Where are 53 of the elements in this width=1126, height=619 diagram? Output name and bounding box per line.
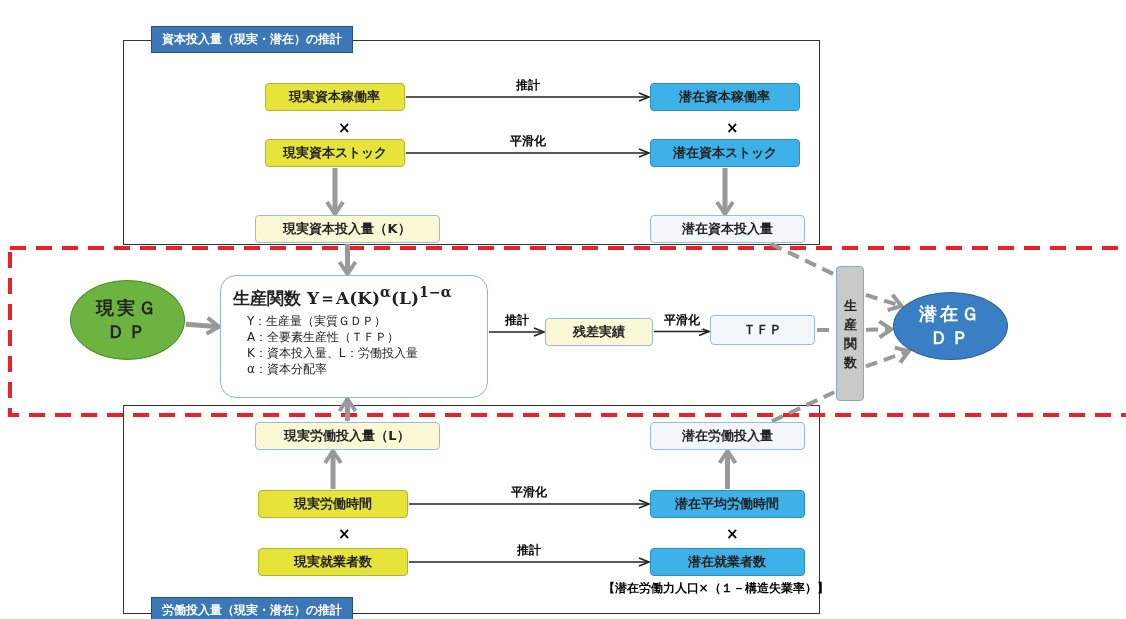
process-box: 現実労働時間 xyxy=(257,489,408,518)
connector-line xyxy=(770,242,836,277)
edge-label: 平滑化 xyxy=(508,484,550,501)
arrow xyxy=(323,449,343,489)
arrow xyxy=(865,292,904,313)
edge-label: 平滑化 xyxy=(660,311,703,329)
arrow xyxy=(865,319,894,340)
note-text: 【潜在労働力人口×（１－構造失業率）】 xyxy=(601,579,830,597)
process-box: 潜在資本稼働率 xyxy=(649,82,800,111)
arrow xyxy=(405,148,650,158)
process-box: 潜在平均労働時間 xyxy=(649,489,805,518)
edge-label: 推計 xyxy=(514,542,544,559)
process-box: 潜在就業者数 xyxy=(649,547,805,576)
arrow xyxy=(185,315,221,336)
process-box: 現実労働投入量（L） xyxy=(254,421,440,450)
definition-text: Y：生産量（実質ＧＤＰ） xyxy=(247,312,387,329)
process-box: 現実資本ストック xyxy=(264,138,405,167)
process-box: 現実資本稼働率 xyxy=(264,82,405,111)
process-box: 現実就業者数 xyxy=(257,547,408,576)
arrow xyxy=(653,326,710,337)
definition-text: K：資本投入量、L：労働投入量 xyxy=(247,344,418,361)
process-box: 潜在資本ストック xyxy=(649,138,800,167)
process-box: 潜在資本投入量 xyxy=(649,214,805,243)
formula-heading: 生産関数 Y＝A(K)$^{α}$(L)$^{1−α}$ xyxy=(233,284,452,310)
function-box xyxy=(220,275,488,398)
arrow xyxy=(715,168,735,216)
process-box: 現実資本投入量（K） xyxy=(254,214,440,243)
arrow xyxy=(408,557,650,567)
multiply-sign: × xyxy=(725,525,740,543)
arrow xyxy=(337,397,358,421)
arrow xyxy=(865,345,911,369)
arrow xyxy=(337,244,358,276)
process-box: 潜在労働投入量 xyxy=(649,421,805,450)
multiply-sign: × xyxy=(337,525,352,543)
process-box: 残差実績 xyxy=(545,318,653,346)
ellipse-node: 現実ＧＤＰ xyxy=(70,280,185,360)
ellipse-node: 潜在ＧＤＰ xyxy=(893,292,1008,360)
arrow xyxy=(325,168,345,216)
edge-label: 推計 xyxy=(501,312,532,329)
process-box: ＴＦＰ xyxy=(710,315,815,345)
arrow xyxy=(405,92,650,102)
definition-text: α：資本分配率 xyxy=(247,360,327,377)
arrow xyxy=(408,499,650,509)
connector-line xyxy=(771,390,836,423)
panel-heading: 資本投入量（現実・潜在）の推計 xyxy=(151,26,353,53)
arrow xyxy=(717,449,738,489)
edge-label: 平滑化 xyxy=(506,133,549,150)
definition-text: A：全要素生産性（ＴＦＰ） xyxy=(247,328,400,345)
panel-heading: 労働投入量（現実・潜在）の推計 xyxy=(151,597,353,619)
edge-label: 推計 xyxy=(512,77,543,94)
multiply-sign: × xyxy=(725,119,740,137)
vertical-bar: 生産関数 xyxy=(836,266,864,401)
multiply-sign: × xyxy=(337,119,352,137)
